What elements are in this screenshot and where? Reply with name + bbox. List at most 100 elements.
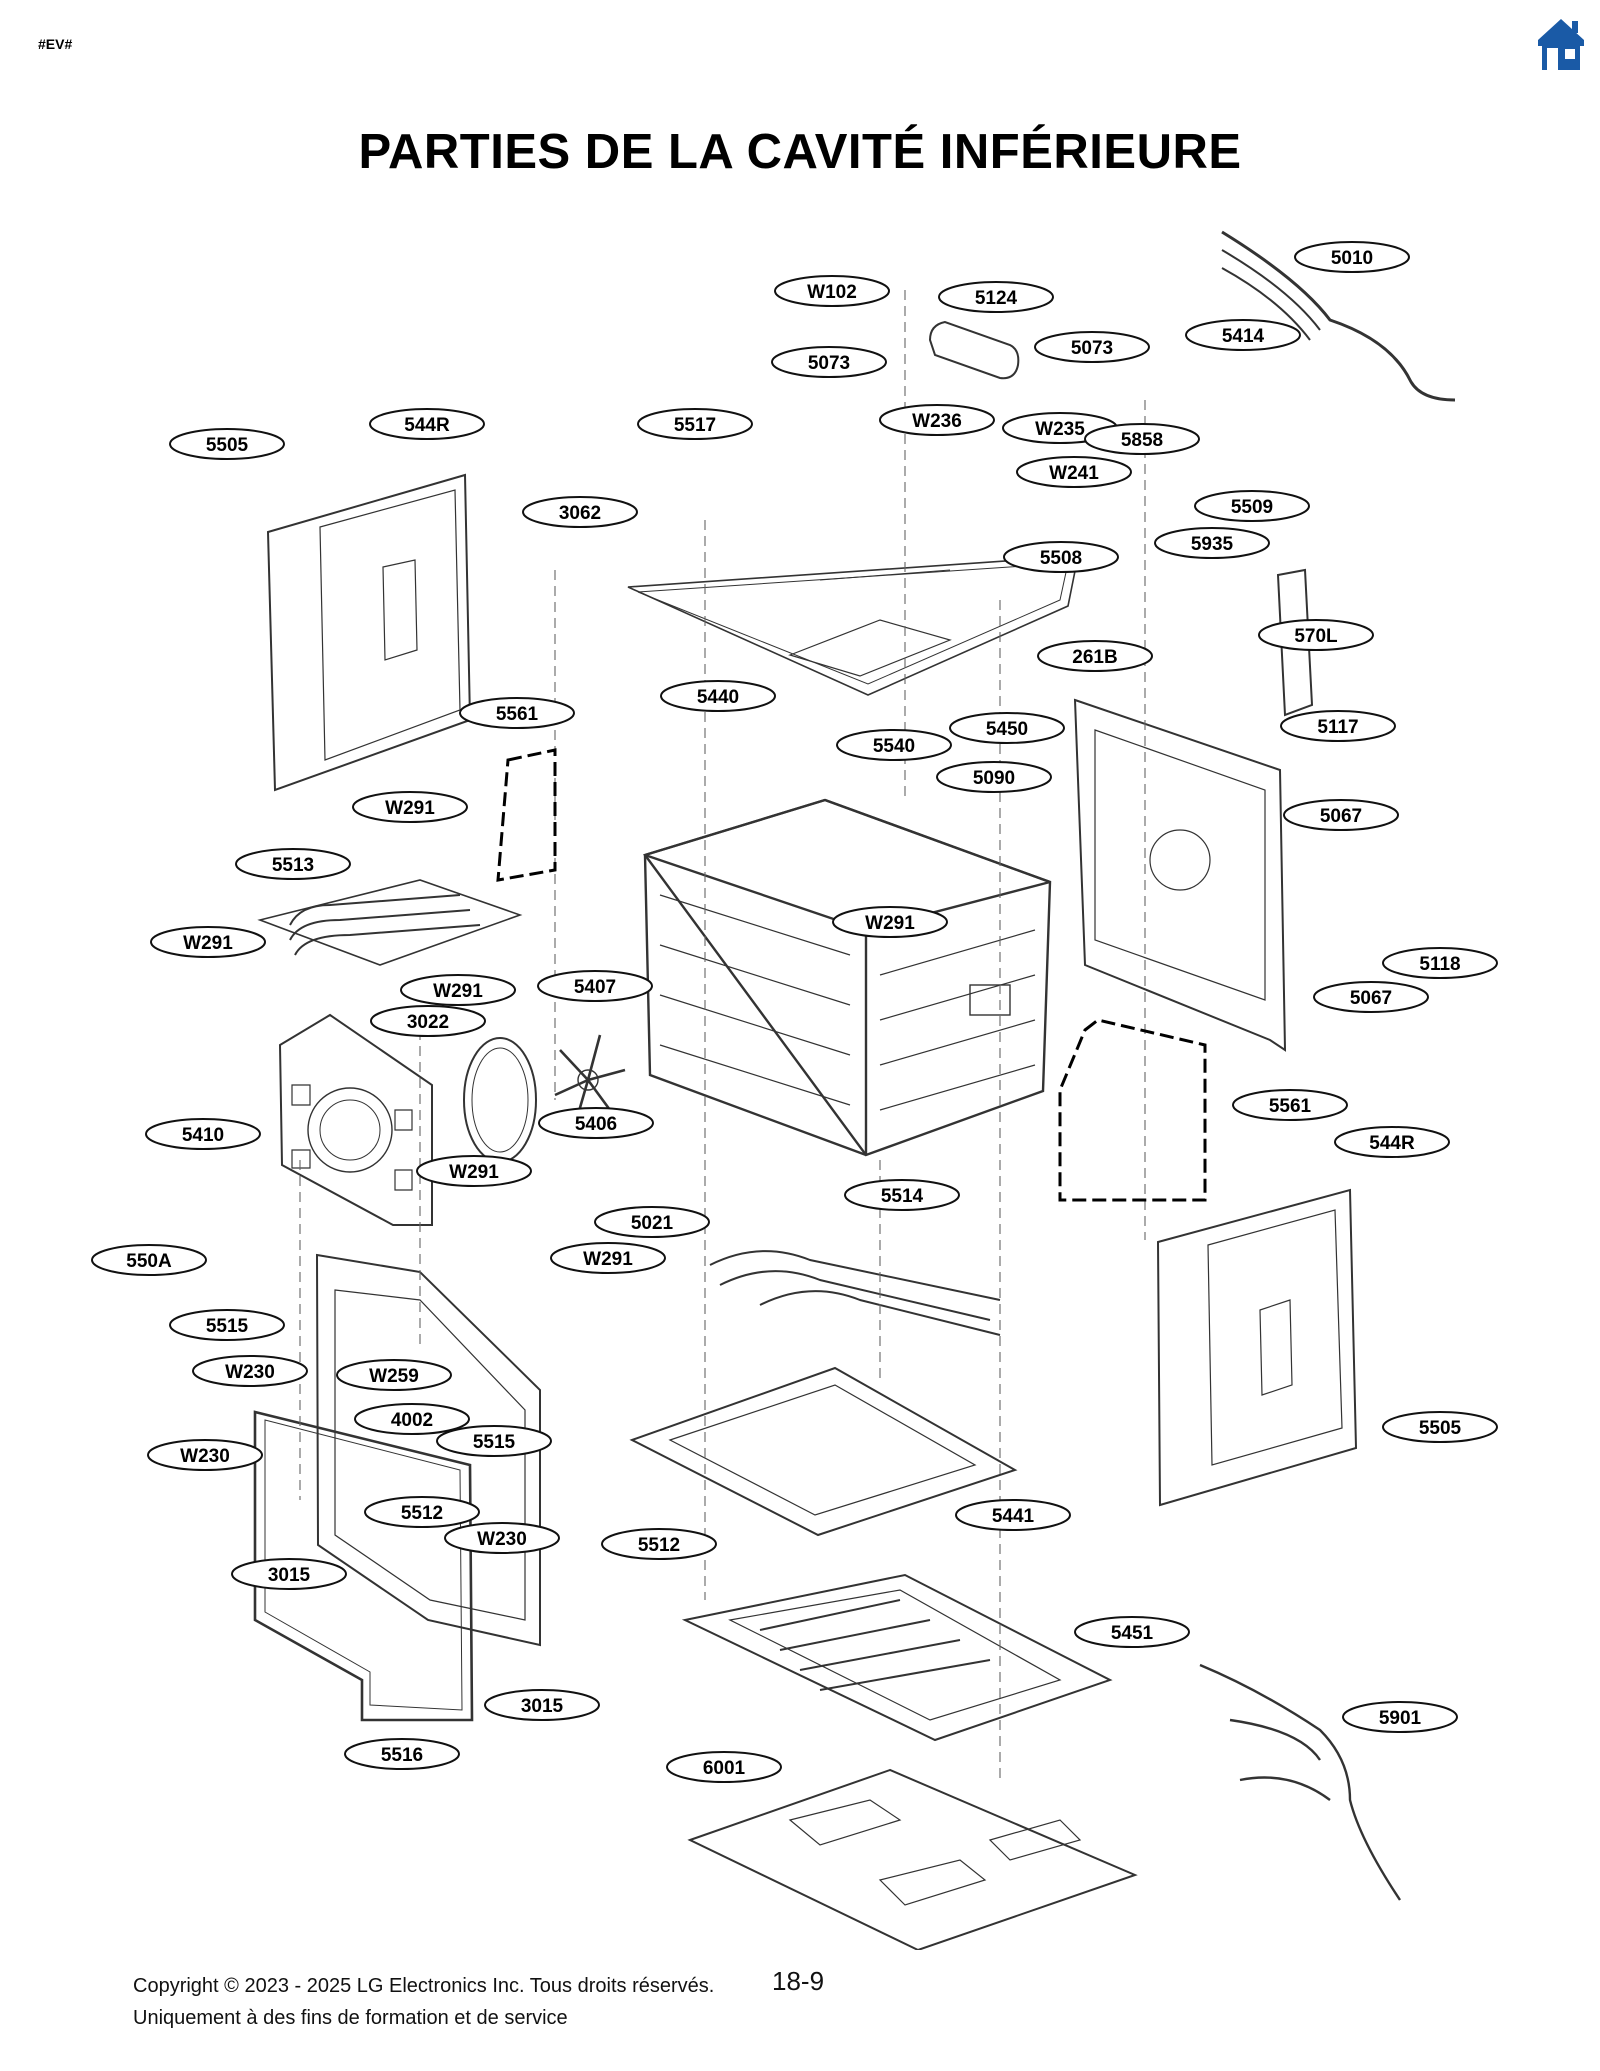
callout-w291: W291 [400, 974, 516, 1006]
callout-5451: 5451 [1074, 1616, 1190, 1648]
callout-5118: 5118 [1382, 947, 1498, 979]
callout-bubble [537, 970, 653, 1002]
callout-5407: 5407 [537, 970, 653, 1002]
callout-bubble [1074, 1616, 1190, 1648]
callout-bubble [400, 974, 516, 1006]
callout-5441: 5441 [955, 1499, 1071, 1531]
callout-label: W259 [369, 1366, 419, 1387]
callout-5935: 5935 [1154, 527, 1270, 559]
callout-label: 5505 [1419, 1418, 1462, 1439]
callout-label: W291 [449, 1162, 499, 1183]
callout-bubble [955, 1499, 1071, 1531]
callout-bubble [459, 697, 575, 729]
callout-bubble [1194, 490, 1310, 522]
callout-label: 5440 [697, 687, 739, 708]
callout-label: 5021 [631, 1213, 674, 1234]
callout-5561: 5561 [1232, 1089, 1348, 1121]
callout-5406: 5406 [538, 1107, 654, 1139]
callout-label: W241 [1049, 463, 1099, 484]
bottom-plate-5451 [681, 1573, 1113, 1742]
callout-bubble [344, 1738, 460, 1770]
callout-label: 5118 [1419, 954, 1460, 975]
callout-bubble [1232, 1089, 1348, 1121]
callout-bubble [1294, 241, 1410, 273]
callout-label: 5406 [575, 1114, 617, 1135]
callout-5513: 5513 [235, 848, 351, 880]
callout-bubble [370, 1005, 486, 1037]
callout-5450: 5450 [949, 712, 1065, 744]
top-plate-5440 [627, 555, 1079, 696]
callout-bubble [1185, 319, 1301, 351]
callout-label: 5561 [1269, 1096, 1312, 1117]
callout-5512: 5512 [601, 1528, 717, 1560]
tray-5441 [629, 1366, 1018, 1537]
callout-bubble [1342, 1701, 1458, 1733]
callout-label: 5540 [873, 736, 915, 757]
document-tag: #EV# [38, 36, 73, 52]
callout-bubble [844, 1179, 960, 1211]
callout-5514: 5514 [844, 1179, 960, 1211]
callout-label: 5407 [574, 977, 616, 998]
callout-label: 5505 [206, 435, 249, 456]
callout-bubble [1334, 1126, 1450, 1158]
callout-5508: 5508 [1003, 541, 1119, 573]
callout-label: 5516 [381, 1745, 423, 1766]
callout-bubble [231, 1558, 347, 1590]
callout-label: 5414 [1222, 326, 1265, 347]
callout-5515: 5515 [436, 1425, 552, 1457]
callout-label: W230 [180, 1446, 230, 1467]
footer: Copyright © 2023 - 2025 LG Electronics I… [133, 1970, 714, 2034]
callout-bubble [1037, 640, 1153, 672]
callout-5858: 5858 [1084, 423, 1200, 455]
callout-w230: W230 [147, 1439, 263, 1471]
callout-label: 261B [1072, 647, 1117, 668]
callout-5517: 5517 [637, 408, 753, 440]
callout-w291: W291 [832, 906, 948, 938]
callout-5505: 5505 [169, 428, 285, 460]
callout-3022: 3022 [370, 1005, 486, 1037]
callout-bubble [594, 1206, 710, 1238]
callout-bubble [949, 712, 1065, 744]
callout-w291: W291 [352, 791, 468, 823]
callout-label: W230 [477, 1529, 527, 1550]
training-notice: Uniquement à des fins de formation et de… [133, 2007, 568, 2029]
callout-label: 5067 [1320, 806, 1362, 827]
callout-label: 6001 [703, 1758, 746, 1779]
callout-bubble [416, 1155, 532, 1187]
callout-label: 5512 [638, 1535, 680, 1556]
wire-harness-5901 [1199, 1663, 1401, 1901]
callout-bubble [1280, 710, 1396, 742]
callout-label: W291 [865, 913, 915, 934]
callout-label: W236 [912, 411, 962, 432]
callout-bubble [169, 428, 285, 460]
callout-544r: 544R [369, 408, 485, 440]
callout-label: W235 [1035, 419, 1085, 440]
home-icon[interactable] [1536, 16, 1586, 72]
callout-label: 5124 [975, 288, 1018, 309]
callout-label: 5517 [674, 415, 716, 436]
callout-label: W102 [807, 282, 857, 303]
callout-bubble [550, 1242, 666, 1274]
callout-label: W291 [433, 981, 483, 1002]
callout-bubble [1154, 527, 1270, 559]
callout-w230: W230 [192, 1355, 308, 1387]
callout-bubble [436, 1425, 552, 1457]
callout-bubble [1313, 981, 1429, 1013]
fan-cover-5410 [278, 1013, 433, 1226]
callout-w291: W291 [150, 926, 266, 958]
callout-label: 5508 [1040, 548, 1082, 569]
gasket-5516 [253, 1410, 474, 1722]
callout-label: 5515 [206, 1316, 249, 1337]
callout-5561: 5561 [459, 697, 575, 729]
callout-5901: 5901 [1342, 1701, 1458, 1733]
callout-bubble [235, 848, 351, 880]
callout-label: 5450 [986, 719, 1028, 740]
callout-bubble [1016, 456, 1132, 488]
element-5513 [257, 879, 523, 966]
callout-261b: 261B [1037, 640, 1153, 672]
callout-5505: 5505 [1382, 1411, 1498, 1443]
callout-5067: 5067 [1313, 981, 1429, 1013]
callout-w259: W259 [336, 1359, 452, 1391]
callout-3062: 3062 [522, 496, 638, 528]
page-title: PARTIES DE LA CAVITÉ INFÉRIEURE [358, 125, 1242, 179]
